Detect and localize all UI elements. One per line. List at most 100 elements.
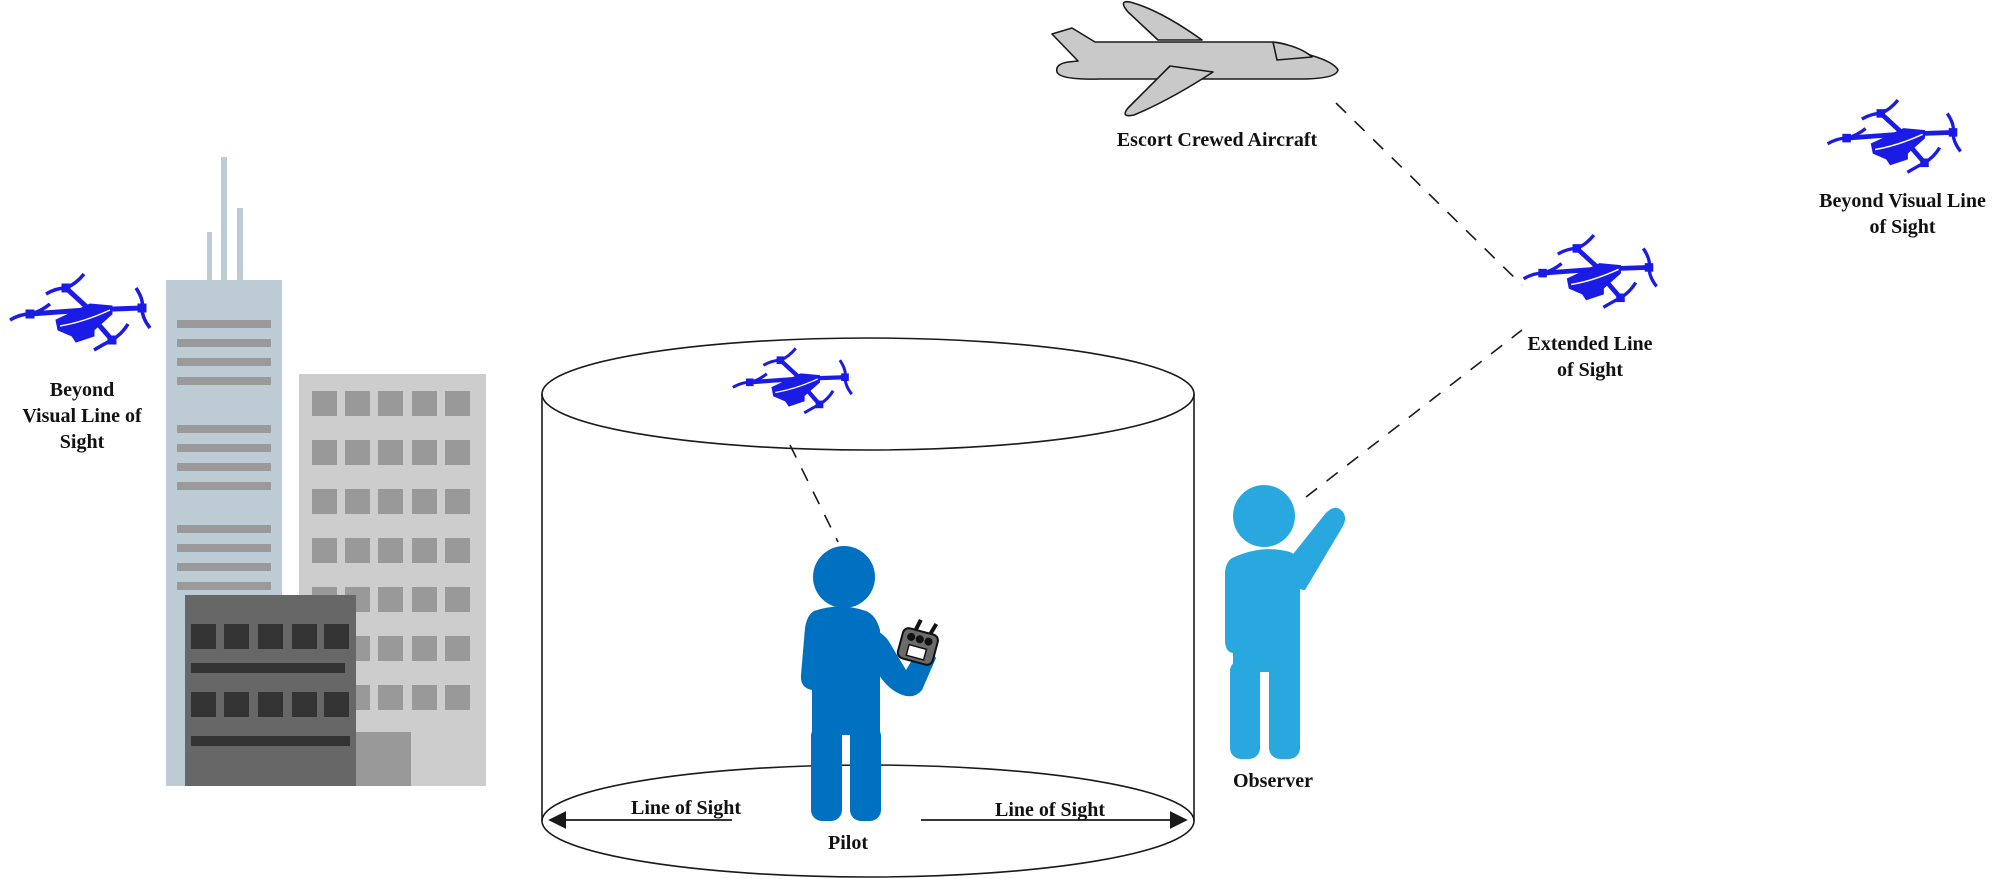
office-window <box>345 391 370 416</box>
los-left-text: Line of Sight <box>630 797 742 819</box>
person-with-controller-icon <box>800 546 936 821</box>
office-window <box>445 636 470 661</box>
office-window <box>312 538 337 563</box>
office-window <box>412 685 437 710</box>
dark-window <box>324 692 349 717</box>
dark-window <box>224 624 249 649</box>
los-right-label: Line of Sight <box>980 797 1120 823</box>
pilot-label: Pilot <box>808 830 888 856</box>
tower-stripe <box>177 377 271 385</box>
pilot-right-leg <box>850 725 881 821</box>
escort-aircraft-label: Escort Crewed Aircraft <box>1092 127 1342 153</box>
remote-controller-icon <box>896 618 939 666</box>
bvlos-left-line-2: Visual Line of <box>22 405 142 427</box>
office-window <box>445 685 470 710</box>
pilot-text: Pilot <box>828 832 868 854</box>
observer-body <box>1225 549 1300 672</box>
observer-label: Observer <box>1213 768 1333 794</box>
office-window <box>412 391 437 416</box>
office-window <box>378 685 403 710</box>
quadcopter-drone-icon <box>1828 100 1961 172</box>
antenna <box>221 157 227 280</box>
extended-los-line-2: of Sight <box>1556 359 1624 381</box>
airplane-icon <box>1051 0 1339 117</box>
dark-window <box>258 624 283 649</box>
tower-stripe <box>177 320 271 328</box>
office-window <box>445 538 470 563</box>
aircraft-sight-line <box>1335 102 1523 286</box>
los-right-text: Line of Sight <box>994 799 1106 821</box>
antenna <box>237 208 243 280</box>
tower-stripe <box>177 358 271 366</box>
office-window <box>445 440 470 465</box>
extended-los-line-1: Extended Line <box>1527 333 1653 355</box>
office-window <box>412 489 437 514</box>
quadcopter-drone-icon <box>733 348 852 413</box>
dark-window <box>191 624 216 649</box>
dark-window <box>224 692 249 717</box>
office-door <box>356 732 411 786</box>
tower-stripe <box>177 482 271 490</box>
dark-building <box>185 595 356 786</box>
pilot-body <box>800 606 880 735</box>
tower-stripe <box>177 563 271 571</box>
bvlos-left-line-1: Beyond <box>49 379 115 401</box>
observer-text: Observer <box>1233 770 1313 792</box>
office-window <box>378 636 403 661</box>
cylinder-top <box>541 337 1195 451</box>
bvlos-right-label: Beyond Visual Line of Sight <box>1805 188 2000 240</box>
office-window <box>345 489 370 514</box>
bvlos-right-line-2: of Sight <box>1869 216 1936 238</box>
pilot-head <box>813 546 875 608</box>
tower-stripe <box>177 444 271 452</box>
office-window <box>378 391 403 416</box>
tower-stripe <box>177 339 271 347</box>
tower-stripe <box>177 582 271 590</box>
quadcopter-drone-icon <box>1524 235 1657 307</box>
quadcopter-drone-icon <box>10 274 150 350</box>
office-window <box>378 489 403 514</box>
tower-stripe <box>177 463 271 471</box>
office-window <box>412 636 437 661</box>
extended-los-label: Extended Line of Sight <box>1510 331 1670 383</box>
pilot-left-leg <box>811 725 842 821</box>
dark-building-band <box>191 736 350 746</box>
observer-left-leg <box>1230 660 1260 759</box>
dark-building-band <box>191 663 345 673</box>
city-buildings-icon <box>166 157 486 786</box>
dark-window <box>292 692 317 717</box>
observer-right-leg <box>1269 660 1300 759</box>
bvlos-left-line-3: Sight <box>59 431 105 453</box>
observer-head <box>1233 485 1295 547</box>
dark-window <box>292 624 317 649</box>
office-window <box>445 391 470 416</box>
dark-window <box>258 692 283 717</box>
antenna <box>207 232 212 280</box>
pilot-sight-line <box>789 444 839 543</box>
pilot-arm <box>862 625 936 697</box>
tower-stripe <box>177 525 271 533</box>
person-waving-icon <box>1225 485 1346 759</box>
office-window <box>412 440 437 465</box>
office-window <box>378 587 403 612</box>
office-window <box>378 538 403 563</box>
bvlos-right-line-1: Beyond Visual Line <box>1819 190 1986 212</box>
office-window <box>445 587 470 612</box>
tower-stripe <box>177 425 271 433</box>
office-window <box>345 440 370 465</box>
dark-window <box>324 624 349 649</box>
escort-aircraft-text: Escort Crewed Aircraft <box>1116 129 1318 151</box>
observer-sight-line <box>1305 329 1523 498</box>
bvlos-left-label: Beyond Visual Line of Sight <box>10 377 154 455</box>
office-window <box>412 538 437 563</box>
office-window <box>445 489 470 514</box>
dark-window <box>191 692 216 717</box>
office-window <box>312 489 337 514</box>
office-window <box>345 538 370 563</box>
tower-stripe <box>177 544 271 552</box>
office-window <box>378 440 403 465</box>
los-left-label: Line of Sight <box>616 795 756 821</box>
observer-arm <box>1290 507 1346 590</box>
office-window <box>412 587 437 612</box>
